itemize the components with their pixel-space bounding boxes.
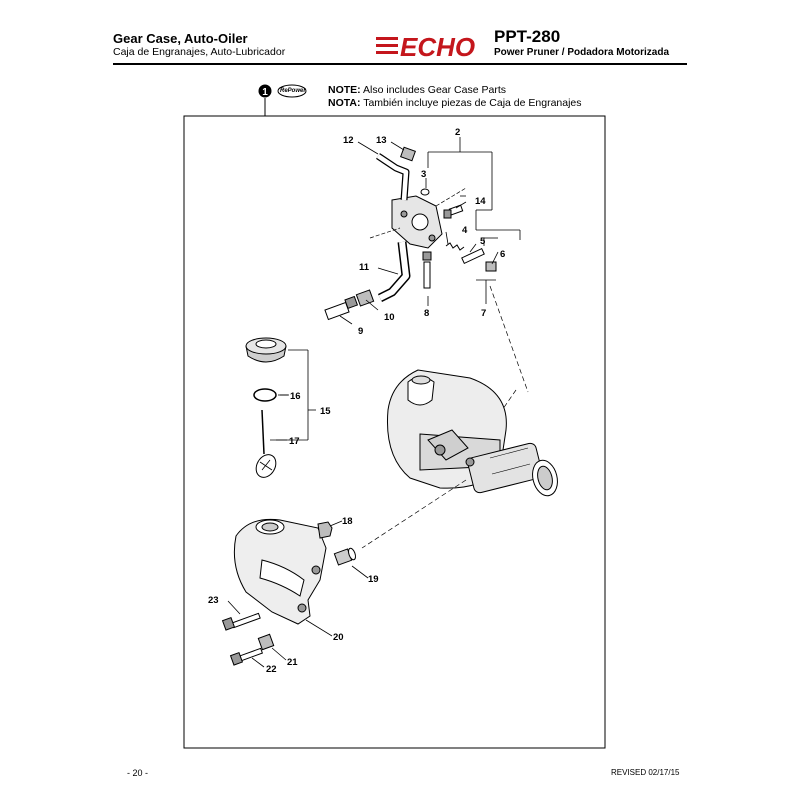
part-label-15: 15 — [320, 406, 331, 417]
part-label-22: 22 — [266, 664, 277, 675]
gear-housing-20 — [233, 518, 327, 625]
diagram-frame — [183, 115, 606, 749]
bolt-22 — [229, 647, 264, 666]
part-label-17: 17 — [289, 436, 300, 447]
part-label-19: 19 — [368, 574, 379, 585]
plunger-5 — [461, 247, 485, 265]
bracket-lines — [427, 137, 521, 306]
part-label-6: 6 — [500, 249, 505, 260]
part-label-20: 20 — [333, 632, 344, 643]
strainer-17 — [255, 409, 277, 478]
section-title: Gear Case, Auto-Oiler — [113, 31, 248, 46]
note-block: NOTE: Also includes Gear Case Parts NOTA… — [328, 84, 582, 110]
part-label-16: 16 — [290, 391, 301, 402]
echo-logo: ECHO — [376, 32, 475, 60]
section-heading: Gear Case, Auto-Oiler Caja de Engranajes… — [113, 31, 285, 59]
part-label-21: 21 — [287, 657, 298, 668]
oil-pipe-12 — [376, 153, 410, 201]
model-heading: PPT-280 Power Pruner / Podadora Motoriza… — [494, 28, 669, 59]
part-label-23: 23 — [208, 595, 219, 606]
leader-dash-case — [361, 479, 467, 549]
part-label-5: 5 — [480, 236, 486, 247]
fitting-10 — [355, 289, 375, 307]
part-label-11: 11 — [359, 262, 370, 273]
echo-logo-text: ECHO — [400, 32, 475, 60]
part-label-10: 10 — [384, 312, 395, 323]
leader-lines — [227, 141, 499, 668]
screw-14 — [443, 204, 464, 219]
model-number: PPT-280 — [494, 27, 561, 46]
part-label-18: 18 — [342, 516, 353, 527]
spring-4 — [445, 242, 465, 251]
leader-dash-oiler — [489, 285, 529, 393]
repower-text: RePower — [280, 88, 306, 94]
page-number: - 20 - — [127, 768, 149, 778]
part-label-13: 13 — [376, 135, 387, 146]
sleeve-19 — [333, 547, 356, 566]
cap-6 — [485, 261, 497, 272]
note-label-en: NOTE: — [328, 84, 361, 96]
oiler-pump-body — [391, 195, 443, 249]
filter-9 — [324, 295, 359, 321]
part-label-7: 7 — [481, 308, 486, 319]
part-label-12: 12 — [343, 135, 354, 146]
note-label-es: NOTA: — [328, 97, 361, 109]
nut-21 — [257, 633, 275, 651]
section-subtitle: Caja de Engranajes, Auto-Lubricador — [113, 46, 286, 58]
note-text-en: Also includes Gear Case Parts — [363, 84, 506, 96]
bolt-23 — [221, 612, 261, 631]
part-label-3: 3 — [421, 169, 426, 180]
revision-date: REVISED 02/17/15 — [611, 768, 680, 777]
part-label-4: 4 — [462, 225, 468, 236]
part-label-8: 8 — [424, 308, 429, 319]
bushing-18 — [317, 521, 333, 539]
marker-number: 1 — [262, 87, 268, 98]
marker-circle — [258, 84, 272, 98]
model-description: Power Pruner / Podadora Motorizada — [494, 47, 670, 58]
part-label-9: 9 — [358, 326, 363, 337]
gear-case-assembly — [386, 369, 558, 497]
cap-13 — [400, 146, 416, 162]
part-label-14: 14 — [475, 196, 486, 207]
header-rule — [113, 63, 687, 65]
part-label-2: 2 — [455, 127, 460, 138]
repower-icon: RePower — [277, 84, 307, 98]
note-text-es: También incluye piezas de Caja de Engran… — [363, 97, 582, 109]
oil-cap-15 — [245, 337, 287, 363]
o-ring-16 — [253, 388, 277, 402]
washer-3 — [420, 188, 430, 196]
pin-8 — [422, 251, 432, 289]
